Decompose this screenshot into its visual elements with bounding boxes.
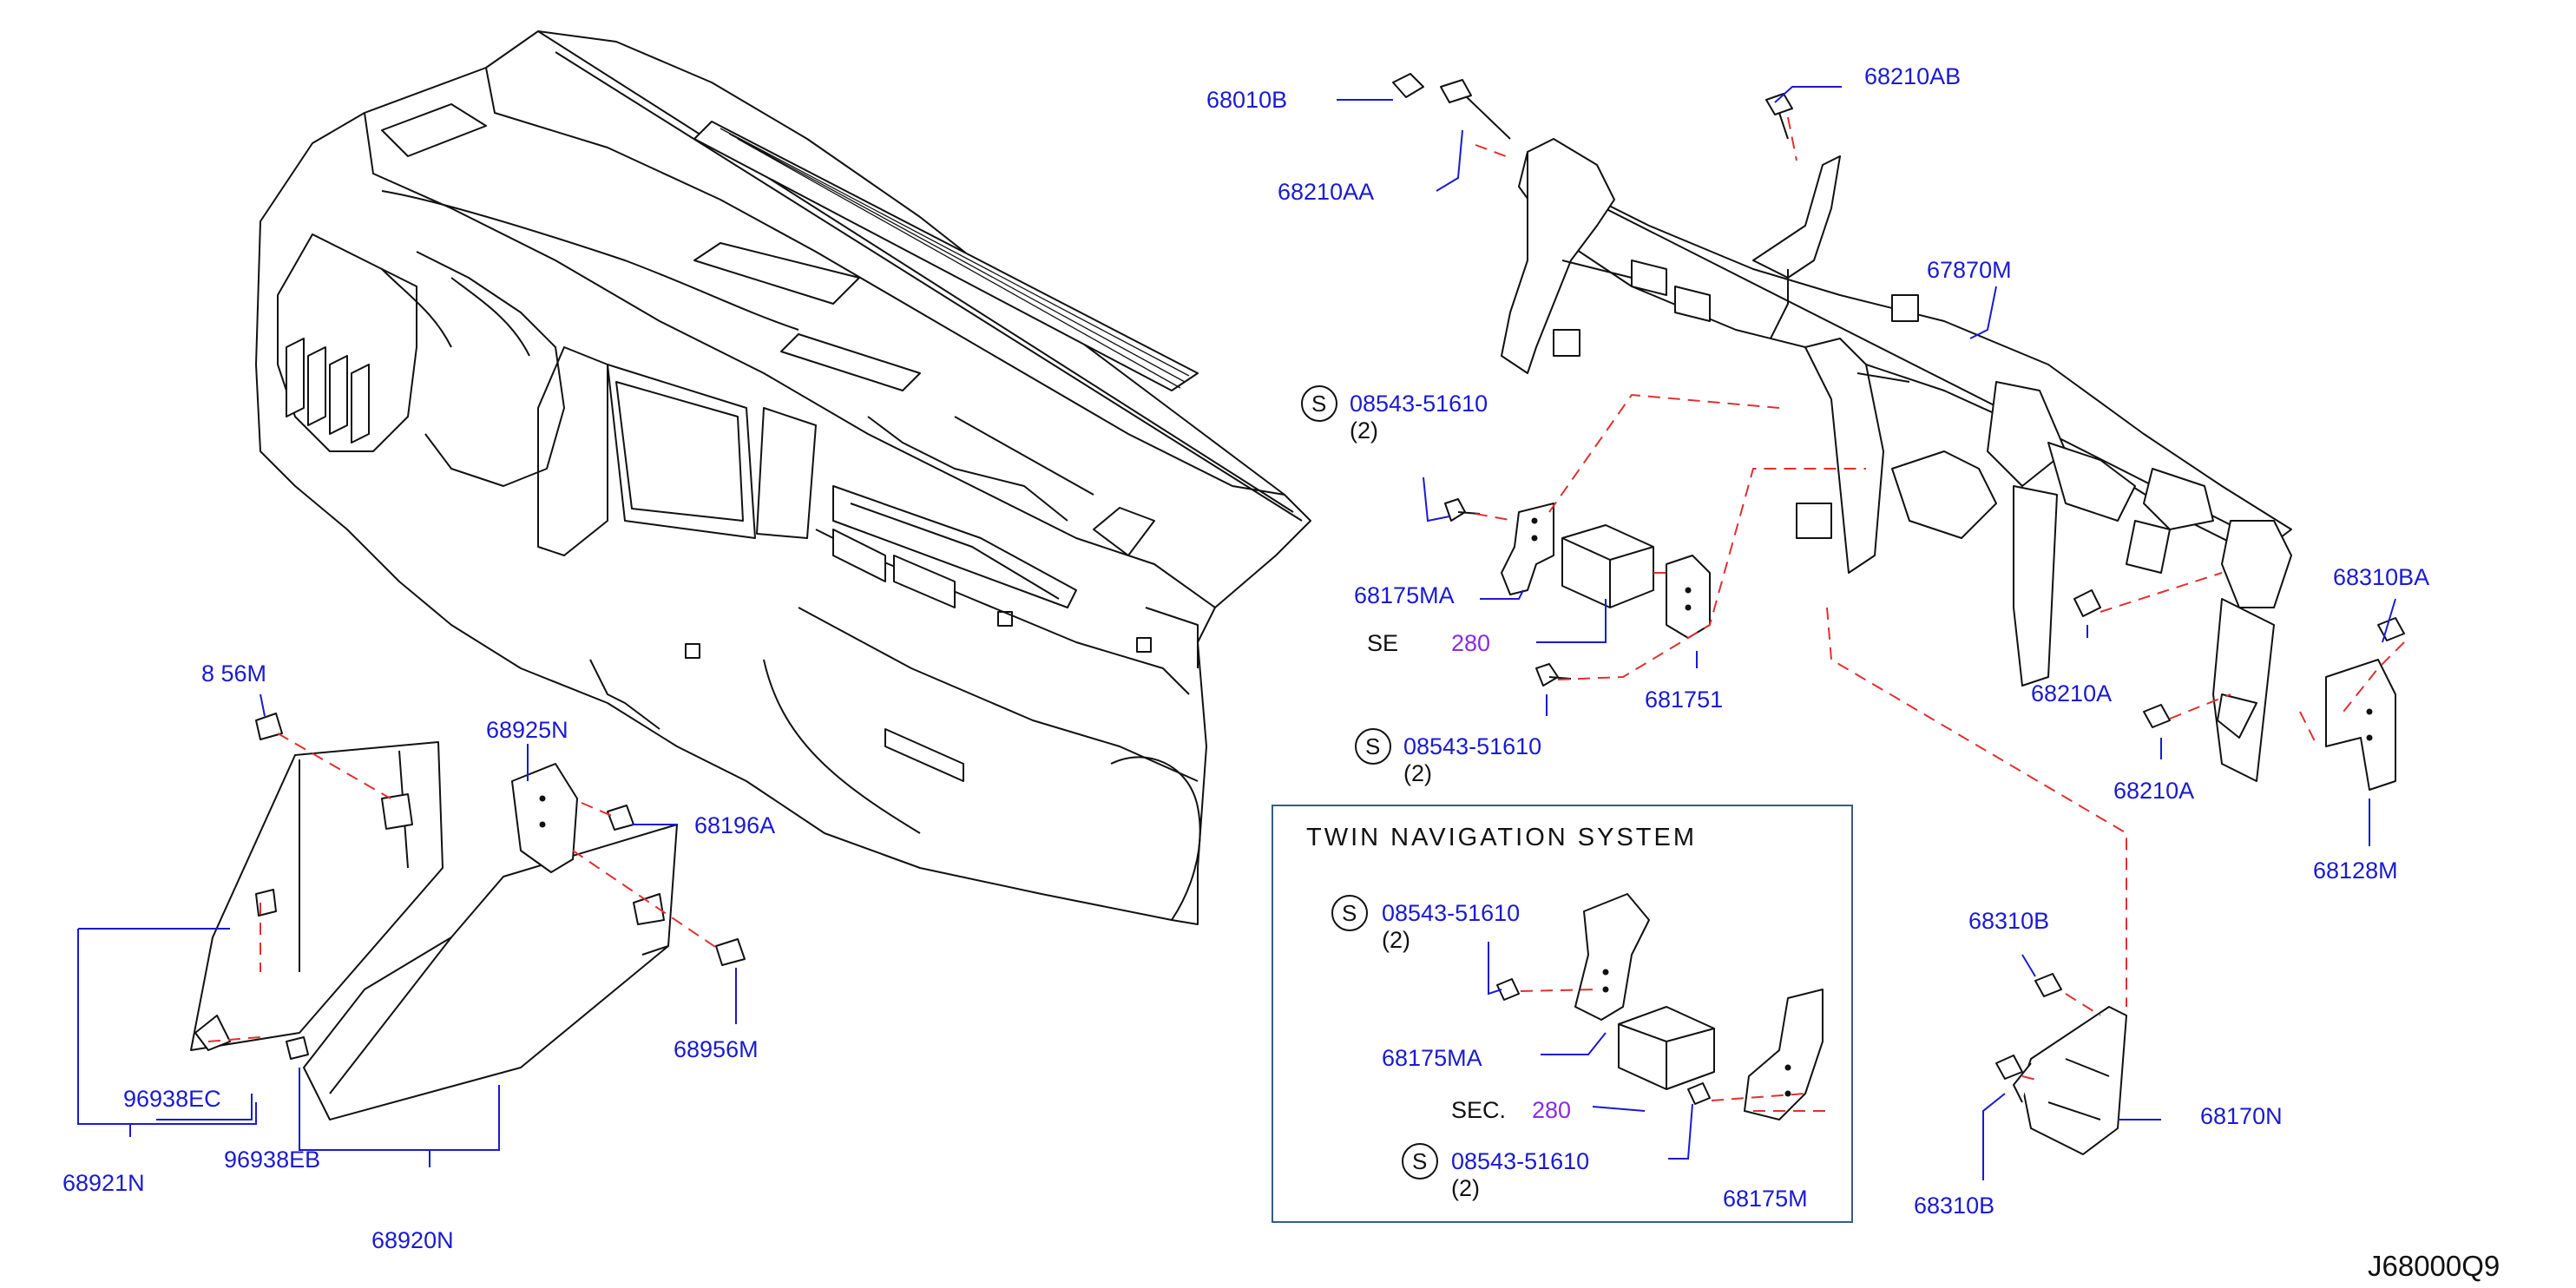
label-68175ma: 68175MA [1354,582,1455,608]
screw-icon [1496,978,1711,1105]
label-screw-2: 08543-51610 [1403,733,1541,759]
bracket-68128m [2325,659,2396,791]
label-96938ec: 96938EC [123,1086,221,1112]
svg-text:S: S [1342,900,1357,926]
screw-symbol [1331,895,1368,931]
inset-bracket-68175ma [1574,893,1650,1021]
label-68128m: 68128M [2313,858,2398,884]
label-sec-prefix: SE [1367,630,1398,656]
label-inset-68175m: 68175M [1723,1186,1808,1212]
label-inset-68175ma: 68175MA [1382,1045,1482,1071]
steering-member-illustration [1501,138,2292,782]
bracket-68175m [1666,555,1711,639]
label-68310ba: 68310BA [2333,564,2429,590]
label-68210a-lower: 68210A [2113,778,2194,804]
inset-nav-unit-box [1618,1006,1715,1090]
label-68175m: 681751 [1645,687,1723,713]
screw-symbol [1355,728,1391,765]
label-screw-1-qty: (2) [1350,417,1378,444]
finisher-68921n [190,741,444,1051]
bracket-68925n [511,763,578,873]
label-inset-sec-prefix: SEC. [1451,1097,1506,1123]
svg-text:S: S [1365,733,1380,759]
screw-symbol [1402,1143,1438,1180]
screw-symbol [1301,385,1337,422]
label-96938eb: 96938EB [224,1147,320,1173]
bracket-68175ma [1501,503,1554,595]
dashed-assembly-lines [207,116,2405,1112]
label-screw-2-qty: (2) [1403,760,1432,786]
label-screw-3: 08543-51610 [1382,900,1520,926]
label-68210ab: 68210AB [1864,63,1961,89]
screw-icon [1392,73,2405,728]
label-67870m: 67870M [1927,257,2012,283]
inset-title: TWIN NAVIGATION SYSTEM [1306,824,1697,851]
label-screw-3-qty: (2) [1382,927,1410,953]
label-68196a: 68196A [694,812,775,838]
label-screw-4-qty: (2) [1451,1175,1480,1201]
clip-icon [255,713,746,966]
part-labels: 68010B 68210AB 68210AA 67870M 68175MA 68… [62,63,2500,1282]
label-68210a-upper: 68210A [2031,680,2112,706]
inset-bracket-68175m [1744,989,1824,1120]
label-screw-1: 08543-51610 [1350,391,1488,417]
label-68921n: 68921N [62,1170,145,1196]
instrument-panel-illustration [255,30,1311,925]
svg-text:S: S [1311,391,1326,417]
label-68210aa: 68210AA [1278,179,1374,205]
diagram-code: J68000Q9 [2368,1250,2500,1282]
label-68010b: 68010B [1206,87,1287,113]
finisher-68920n [286,824,678,1120]
label-68310b-upper: 68310B [1968,908,2049,934]
label-screw-4: 08543-51610 [1451,1148,1589,1174]
svg-text:S: S [1412,1148,1427,1174]
label-68956m: 68956M [674,1036,759,1062]
label-68920n: 68920N [371,1227,454,1253]
bracket-68170n [2013,1006,2127,1155]
label-inset-sec-number: 280 [1532,1097,1571,1123]
label-sec-number: 280 [1451,630,1490,656]
label-68956m-top: 8 56M [201,660,266,687]
label-68170n: 68170N [2200,1103,2283,1129]
label-68925n: 68925N [486,717,568,743]
nav-unit-box [1561,524,1654,608]
label-68310b-lower: 68310B [1914,1193,1994,1219]
leader-lines [77,86,2396,1180]
clip-icon [1995,973,2062,1080]
twin-nav-inset-frame [1272,805,1853,1223]
